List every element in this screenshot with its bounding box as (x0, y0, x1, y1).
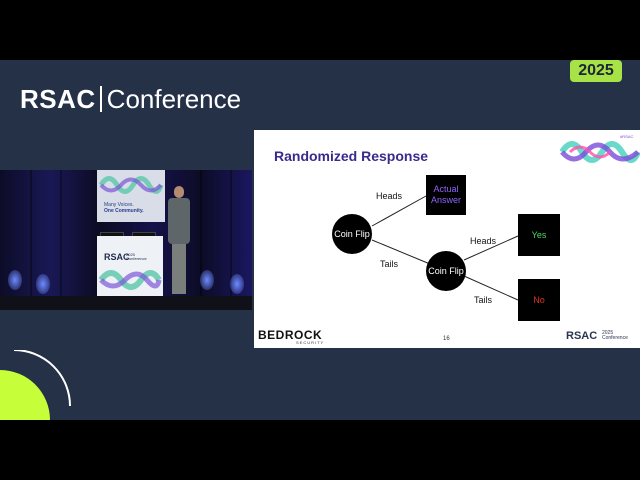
speaker-legs (172, 244, 186, 294)
slide-rsac-logo: RSAC (566, 330, 598, 342)
yes-node: Yes (518, 214, 560, 256)
tails-label-2: Tails (474, 295, 493, 305)
backdrop-tagline-1: Many Voices. (104, 202, 134, 208)
no-node: No (518, 279, 560, 321)
stage-floor (0, 296, 252, 310)
heads-label-2: Heads (470, 236, 497, 246)
podium-waveform-icon (98, 270, 162, 290)
bedrock-security-logo: BEDROCK (258, 328, 323, 342)
speaker-camera-feed: Many Voices. One Community. RSAC 2025 Co… (0, 170, 252, 310)
rsac-waveform-icon (560, 141, 640, 163)
podium-conference-label: 2025 Conference (126, 252, 147, 261)
slide-hashtag: #RSAC (620, 134, 634, 139)
coin-flip-node-2: Coin Flip (426, 251, 466, 291)
corner-arc-decoration-icon (0, 350, 71, 420)
slide-title: Randomized Response (274, 148, 429, 164)
speaker-body (168, 198, 190, 244)
actual-answer-node: Actual Answer (426, 175, 466, 215)
slide-conference-label: 2025 Conference (602, 330, 628, 341)
backdrop-tagline-2: One Community. (104, 208, 144, 214)
brand-conference: Conference (106, 83, 242, 114)
rsac-conference-logo: RSAC Conference (20, 84, 241, 114)
brand-rsac: RSAC (20, 83, 96, 114)
podium-rsac-label: RSAC (104, 252, 130, 262)
year-badge: 2025 (570, 60, 622, 82)
speaker-head (174, 186, 184, 198)
brand-divider (99, 86, 102, 112)
slide-number: 16 (443, 336, 450, 342)
backdrop-tagline: Many Voices. One Community. (104, 202, 144, 214)
coin-flip-node: Coin Flip (332, 214, 372, 254)
tails-label: Tails (380, 259, 399, 269)
tree-connector-lines (371, 195, 519, 301)
bedrock-security-subtitle: SECURITY (296, 340, 325, 345)
presentation-slide: Randomized Response #RSAC Coin Flip Actu… (254, 130, 640, 348)
waveform-graphic-icon (98, 176, 164, 194)
stage-backdrop-screen (97, 170, 165, 222)
heads-label: Heads (376, 191, 403, 201)
